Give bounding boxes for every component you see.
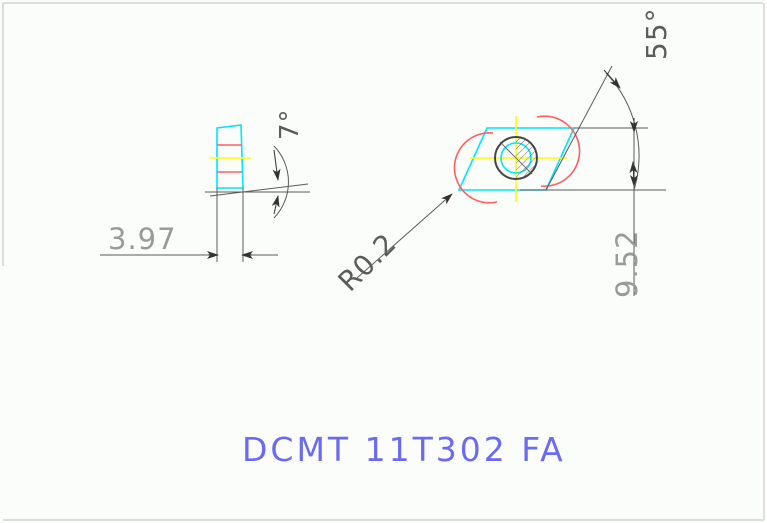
part-number-title: DCMT 11T302 FA (242, 430, 566, 469)
side-view-body-outline (216, 124, 244, 189)
top-view-extension-lines (546, 127, 648, 191)
dimension-label-included-angle: 55° (640, 7, 673, 60)
dimension-corner-radius-leader (356, 193, 453, 279)
dimension-label-thickness: 3.97 (108, 222, 177, 256)
dimension-label-rake-angle: 7° (275, 108, 305, 140)
dimension-label-height: 9.52 (610, 229, 644, 298)
angle-7-callout (205, 145, 310, 219)
top-view-corner-arcs (453, 115, 581, 204)
side-view-extension-lines (216, 188, 244, 262)
side-view-section-lines (217, 144, 242, 173)
top-view-mounting-hole (494, 136, 538, 180)
side-view-group (100, 124, 310, 262)
top-view-group (356, 65, 666, 296)
